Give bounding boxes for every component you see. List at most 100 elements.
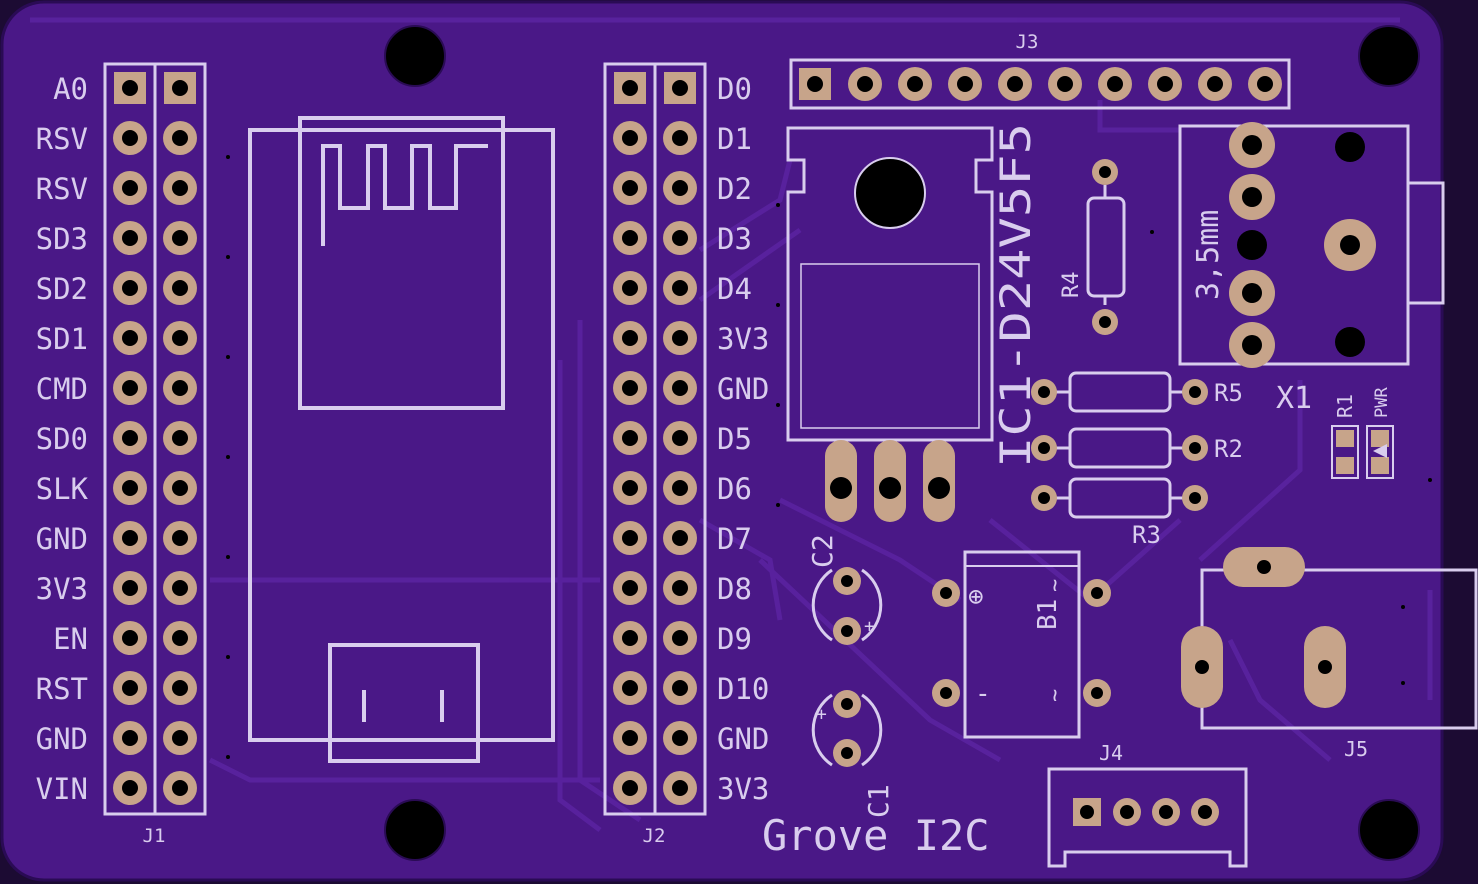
c2-outline <box>811 568 833 642</box>
r1-pad <box>1336 457 1354 474</box>
via <box>1401 605 1405 609</box>
j2-pin-label: GND <box>717 372 769 406</box>
via <box>226 455 230 459</box>
via <box>776 203 780 207</box>
resistor-r4: R4 <box>1059 159 1126 335</box>
c2-plus-icon: + <box>864 616 875 637</box>
x1-mount-hole <box>1335 132 1365 162</box>
j1-pin-label: EN <box>53 622 88 656</box>
j2-pin-label: D10 <box>717 672 769 706</box>
mounting-hole <box>1358 799 1420 861</box>
r4-body <box>1086 196 1126 298</box>
r1-ref: R1 <box>1333 394 1357 418</box>
j4-pad-hole <box>1120 805 1134 819</box>
j2-pad-hole <box>672 330 688 346</box>
j1-pad-hole <box>172 430 188 446</box>
j3-pad-hole <box>1157 76 1173 92</box>
dc-jack-j5: J5 <box>1181 547 1478 761</box>
j2-pad-hole <box>672 680 688 696</box>
j1-pad-hole <box>172 730 188 746</box>
j2-pad-hole <box>622 730 638 746</box>
j1-pin-label: SD0 <box>36 422 88 456</box>
c1-outline <box>861 693 883 767</box>
usb-connector-outline <box>328 643 480 763</box>
j2-pin-label: GND <box>717 722 769 756</box>
j2-pad-hole <box>672 380 688 396</box>
via <box>226 755 230 759</box>
grove-i2c-label: Grove I2C <box>762 811 990 860</box>
x1-hole <box>1242 135 1262 155</box>
r2-ref: R2 <box>1214 435 1243 463</box>
j1-pad-hole <box>122 430 138 446</box>
audio-jack-x1: 3,5mm X1 <box>1178 122 1445 416</box>
via <box>1150 230 1154 234</box>
j1-pad-hole <box>172 80 188 96</box>
j4-pad-hole <box>1198 805 1212 819</box>
j2-pad-hole <box>672 730 688 746</box>
j1-pad-hole <box>122 530 138 546</box>
j1-pad-hole <box>172 180 188 196</box>
j5-ref: J5 <box>1344 737 1368 761</box>
j2-pin-label: D3 <box>717 222 752 256</box>
r5-pad-hole <box>1038 386 1050 398</box>
j2-pad-hole <box>622 230 638 246</box>
resistor-r3: R3 <box>1031 477 1208 549</box>
vias <box>226 155 1432 759</box>
j1-pad-hole <box>172 580 188 596</box>
x1-hole <box>1242 187 1262 207</box>
pwr-outline <box>1366 425 1394 479</box>
j2-pin-label: D5 <box>717 422 752 456</box>
b1-minus-icon: - <box>975 679 991 709</box>
c1-ref: C1 <box>862 784 895 818</box>
j2-pin-label: D1 <box>717 122 752 156</box>
j2-pad-hole <box>622 180 638 196</box>
j5-pad-hole <box>1195 660 1209 674</box>
via <box>226 555 230 559</box>
j1-pin-label: GND <box>36 722 88 756</box>
r4-pad-hole <box>1099 316 1111 328</box>
c2-ref: C2 <box>806 534 839 568</box>
r3-pad-hole <box>1189 492 1201 504</box>
j2-pad-hole <box>672 80 688 96</box>
b1-pad-hole <box>940 587 952 599</box>
j2-pad-hole <box>672 430 688 446</box>
j2-pad-hole <box>622 430 638 446</box>
c1-outline <box>811 693 833 767</box>
j2-pads <box>613 72 697 805</box>
j4-outline <box>1047 767 1248 868</box>
j1-pad-hole <box>122 580 138 596</box>
ic1-outline <box>786 126 994 442</box>
j1-pin-label: GND <box>36 522 88 556</box>
r2-pad-hole <box>1038 442 1050 454</box>
ic1-ref: IC1-D24V5F5 <box>991 123 1040 468</box>
j1-pad-hole <box>122 630 138 646</box>
j1-pad-hole <box>172 780 188 796</box>
x1-hole <box>1340 235 1360 255</box>
x1-hole <box>1242 283 1262 303</box>
ic1-pin-hole <box>830 477 852 499</box>
j2-pin-label: 3V3 <box>717 322 769 356</box>
j2-pad-hole <box>622 630 638 646</box>
header-j3: J3 <box>789 31 1291 110</box>
via <box>226 355 230 359</box>
c1-pad-hole <box>841 698 853 710</box>
capacitor-c1: + C1 <box>811 690 895 818</box>
esp-module-outline <box>248 116 555 763</box>
j2-pad-hole <box>622 80 638 96</box>
r2-body <box>1068 427 1172 469</box>
j1-pin-label: A0 <box>53 72 88 106</box>
j1-labels: A0RSVRSVSD3SD2SD1CMDSD0SLKGND3V3ENRSTGND… <box>36 72 89 806</box>
j1-pin-label: RSV <box>36 172 88 206</box>
j3-pad-hole <box>1207 76 1223 92</box>
j2-pin-label: D8 <box>717 572 752 606</box>
j1-pin-label: RSV <box>36 122 88 156</box>
c2-pad-hole <box>841 575 853 587</box>
j1-pads <box>113 72 197 805</box>
wifi-shield-outline <box>298 116 505 410</box>
capacitor-c2: C2 + <box>806 534 883 645</box>
j3-pad-hole <box>1257 76 1273 92</box>
j1-pad-hole <box>122 680 138 696</box>
